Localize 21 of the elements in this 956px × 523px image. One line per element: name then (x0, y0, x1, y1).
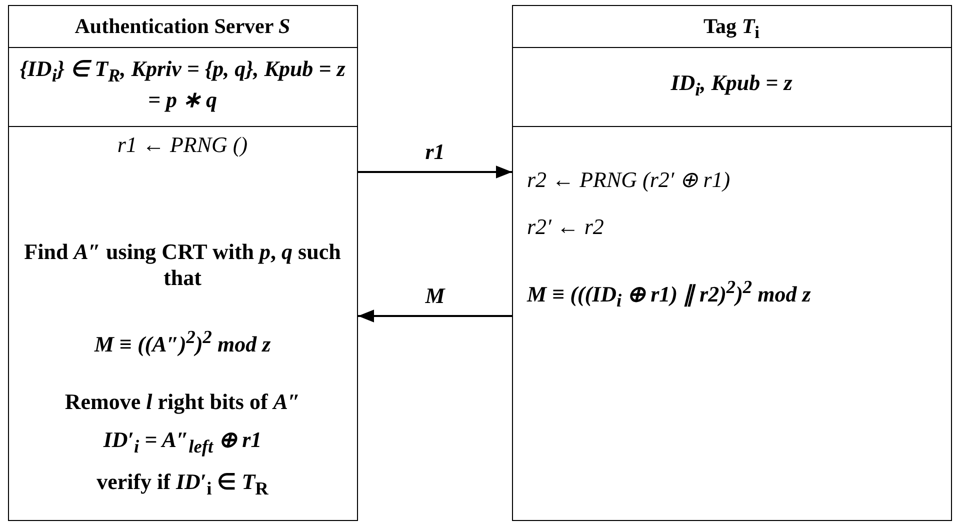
formula-text: r1 ← PRNG () (117, 132, 248, 158)
key-cell (512, 47, 952, 127)
key-cell (8, 47, 358, 127)
column-header (8, 5, 358, 48)
formula-text: M ≡ ((A″)$^{2}$)$^{2}$ mod z (94, 327, 271, 358)
heading: Authentication Server S (74, 14, 290, 40)
heading: Tag T$_{i}$ (703, 14, 760, 44)
formula-text: r2′ ← r2 (527, 214, 604, 240)
formula-text: {ID$_{i}$} ∈ T$_{R}$, Kpriv = {p, q}, Kpub = z = p ∗ q (18, 56, 346, 114)
column-header (512, 5, 952, 48)
formula-text: Find A″ using CRT with p, q such that (23, 239, 342, 292)
formula-text: r2 ← PRNG (r2′ ⊕ r1) (527, 167, 730, 194)
computation-cell (8, 126, 358, 521)
formula-text: M ≡ (((ID$_{i}$ ⊕ r1) ∥ r2)$^{2}$)$^{2}$ mod z (527, 277, 811, 313)
formula-text: ID′$_{i}$ = A″$_{left}$ ⊕ r1 (103, 427, 262, 458)
arrow (358, 310, 512, 322)
formula-text: Remove l right bits of A″ (64, 389, 300, 416)
computation-cell (512, 126, 952, 521)
arrow (358, 166, 512, 178)
formula-text: ID$_{i}$, Kpub = z (670, 70, 792, 102)
formula-text: verify if ID′$_{i}$ ∈ T$_{R}$ (96, 469, 268, 500)
